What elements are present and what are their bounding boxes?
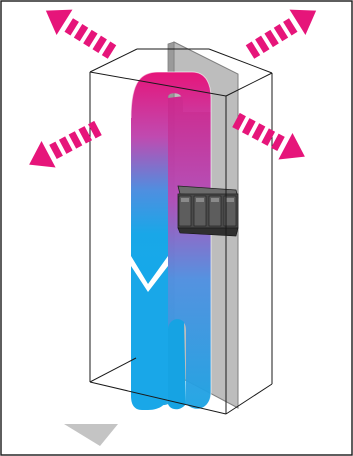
rack-module-handle bbox=[196, 198, 204, 202]
rack-device bbox=[178, 186, 238, 236]
exhaust-arrow-icon bbox=[242, 0, 324, 65]
floor-direction-icon bbox=[64, 424, 118, 446]
airflow-loop bbox=[131, 72, 211, 410]
rack-module-handle bbox=[226, 198, 234, 202]
rack-module-handle bbox=[181, 198, 189, 202]
exhaust-arrow-icon bbox=[229, 107, 312, 170]
exhaust-arrow-icon bbox=[22, 115, 105, 178]
exhaust-arrow-icon bbox=[38, 0, 120, 65]
rack-module-handle bbox=[211, 198, 219, 202]
